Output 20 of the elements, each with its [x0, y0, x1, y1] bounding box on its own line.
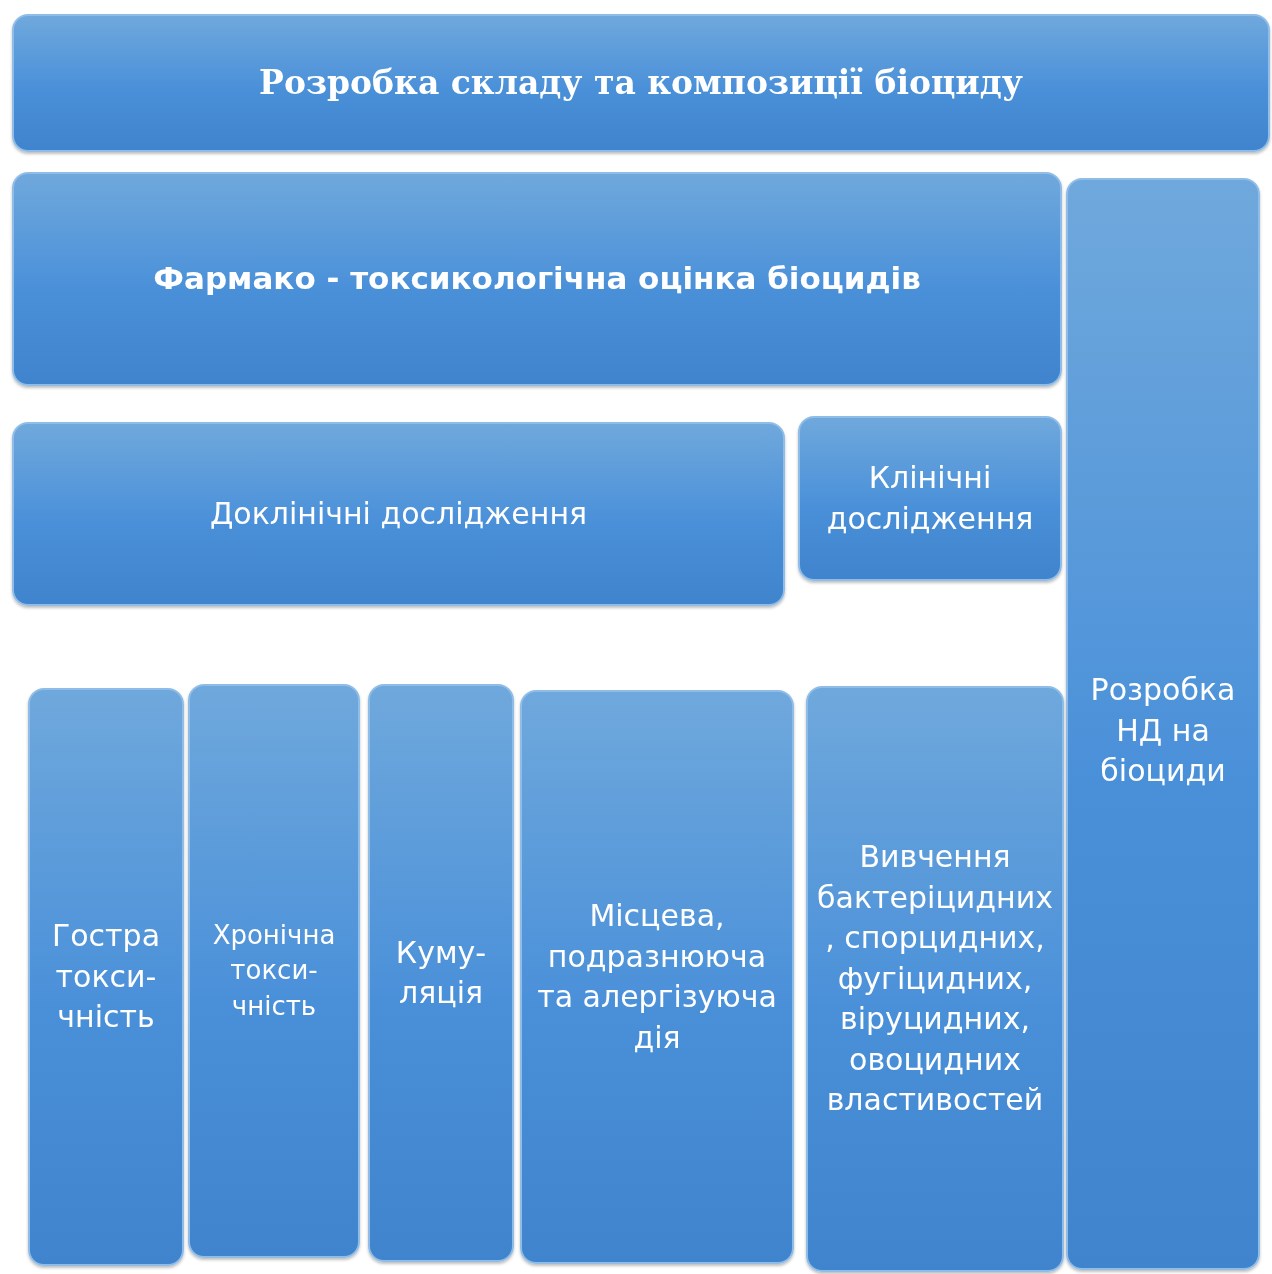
process-box: [520, 690, 794, 1264]
process-box: [28, 688, 184, 1266]
process-box: [12, 422, 785, 606]
box-label: Розробка НД на біоциди: [1089, 671, 1237, 790]
process-box: [798, 416, 1062, 581]
box-label: Доклінічні дослідження: [208, 494, 589, 533]
process-box: [188, 684, 360, 1258]
box-label: Фармако - токсикологічна оцінка біоцидів: [152, 259, 922, 299]
box-label: Хронічна токси- чність: [211, 919, 337, 1023]
process-box: [368, 684, 514, 1262]
header-bar: [12, 172, 1062, 386]
vertical-bar: [1066, 178, 1260, 1270]
box-label: Гостра токси- чність: [50, 917, 161, 1037]
box-label: Куму- ляція: [394, 933, 488, 1012]
box-label: Розробка складу та композиції біоциду: [258, 61, 1024, 104]
box-label: Вивчення бактеріцидних , спорцидних, фугіцидних, віруцидних, овоцидних властивостей: [816, 838, 1054, 1120]
process-box: [806, 686, 1064, 1272]
box-label: Клінічні дослідження: [825, 459, 1035, 538]
box-label: Місцева, подразнююча та алергізуюча дія: [536, 897, 778, 1057]
title-banner: [12, 14, 1270, 152]
